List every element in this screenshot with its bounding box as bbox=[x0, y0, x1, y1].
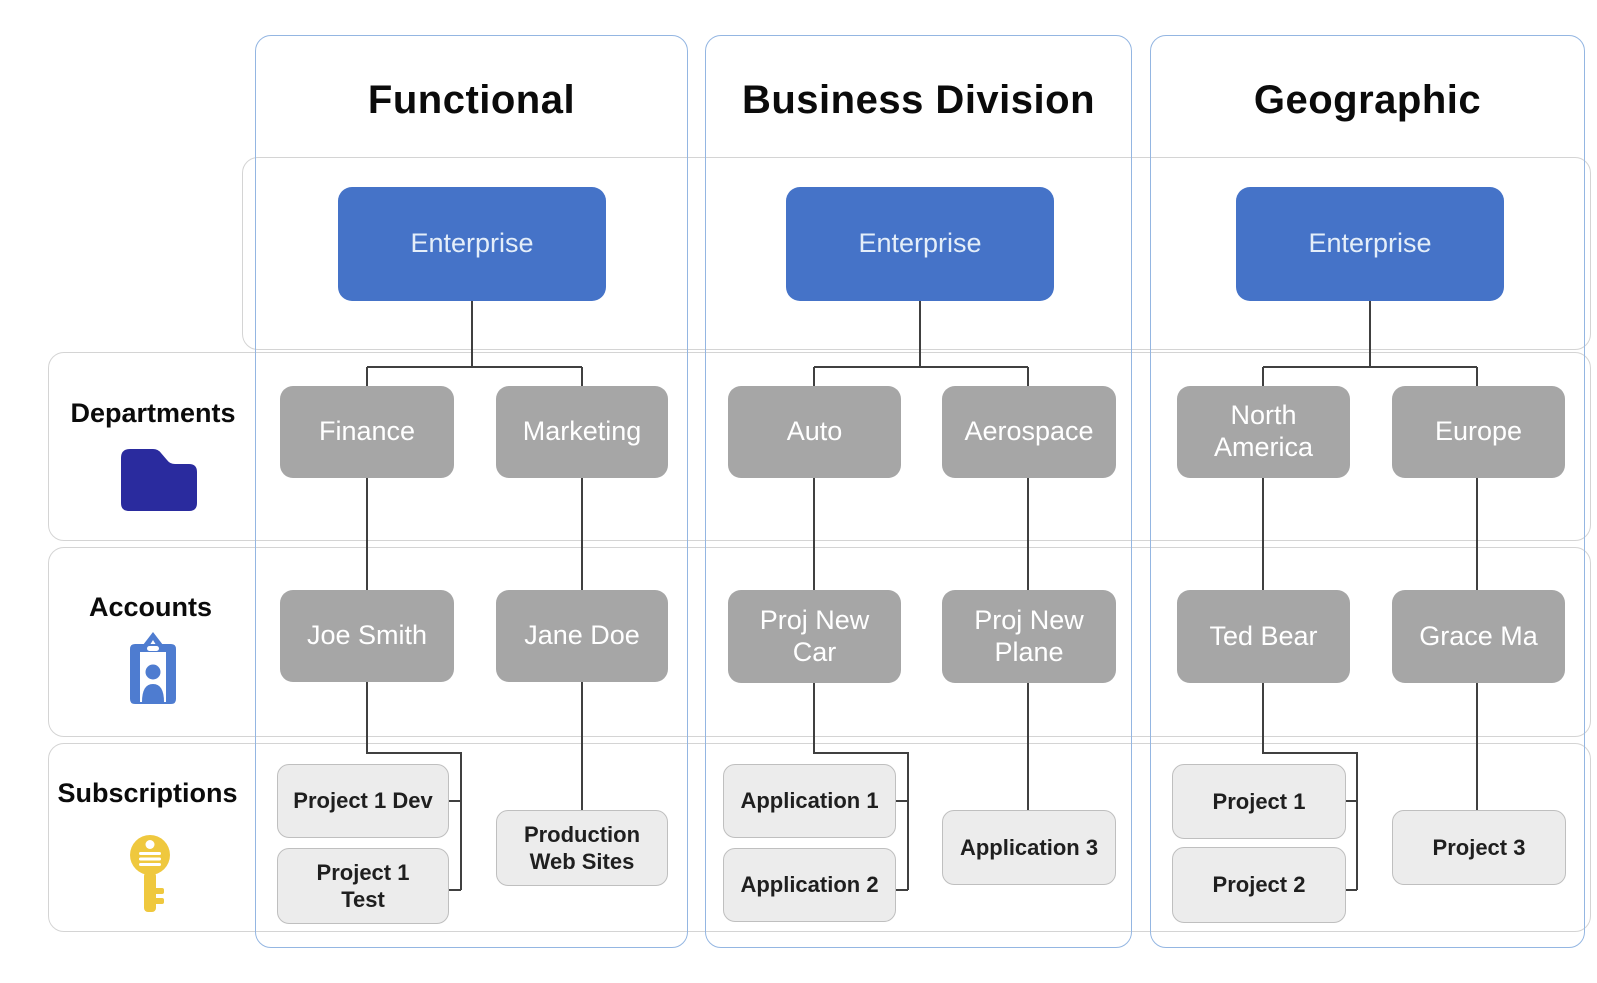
row-label-subscriptions: Subscriptions bbox=[57, 777, 238, 808]
node-aerospace: Aerospace bbox=[942, 386, 1116, 478]
node-application-3: Application 3 bbox=[942, 810, 1116, 885]
node-application-2: Application 2 bbox=[723, 848, 896, 922]
key-icon bbox=[126, 834, 174, 914]
node-ted-bear: Ted Bear bbox=[1177, 590, 1350, 683]
node-project-3: Project 3 bbox=[1392, 810, 1566, 885]
node-europe: Europe bbox=[1392, 386, 1565, 478]
node-finance: Finance bbox=[280, 386, 454, 478]
node-proj-new-plane: Proj New Plane bbox=[942, 590, 1116, 683]
node-project-1-dev: Project 1 Dev bbox=[277, 764, 449, 838]
node-enterprise-business: Enterprise bbox=[786, 187, 1054, 301]
node-marketing: Marketing bbox=[496, 386, 668, 478]
folder-icon bbox=[117, 441, 201, 512]
node-project-1: Project 1 bbox=[1172, 764, 1346, 839]
node-production-web-sites: Production Web Sites bbox=[496, 810, 668, 886]
column-title-functional: Functional bbox=[367, 77, 576, 122]
column-title-business-division: Business Division bbox=[741, 77, 1096, 122]
id-badge-icon bbox=[123, 632, 183, 704]
node-project-2: Project 2 bbox=[1172, 847, 1346, 923]
column-geographic bbox=[1150, 35, 1585, 948]
node-proj-new-car: Proj New Car bbox=[728, 590, 901, 683]
column-title-geographic: Geographic bbox=[1253, 77, 1482, 122]
node-enterprise-geographic: Enterprise bbox=[1236, 187, 1504, 301]
column-business-division bbox=[705, 35, 1132, 948]
node-application-1: Application 1 bbox=[723, 764, 896, 838]
node-grace-ma: Grace Ma bbox=[1392, 590, 1565, 683]
node-project-1-test: Project 1 Test bbox=[277, 848, 449, 924]
row-label-departments: Departments bbox=[70, 397, 236, 428]
node-enterprise-functional: Enterprise bbox=[338, 187, 606, 301]
node-auto: Auto bbox=[728, 386, 901, 478]
node-joe-smith: Joe Smith bbox=[280, 590, 454, 682]
node-north-america: North America bbox=[1177, 386, 1350, 478]
node-jane-doe: Jane Doe bbox=[496, 590, 668, 682]
column-functional bbox=[255, 35, 688, 948]
row-label-accounts: Accounts bbox=[88, 591, 213, 622]
